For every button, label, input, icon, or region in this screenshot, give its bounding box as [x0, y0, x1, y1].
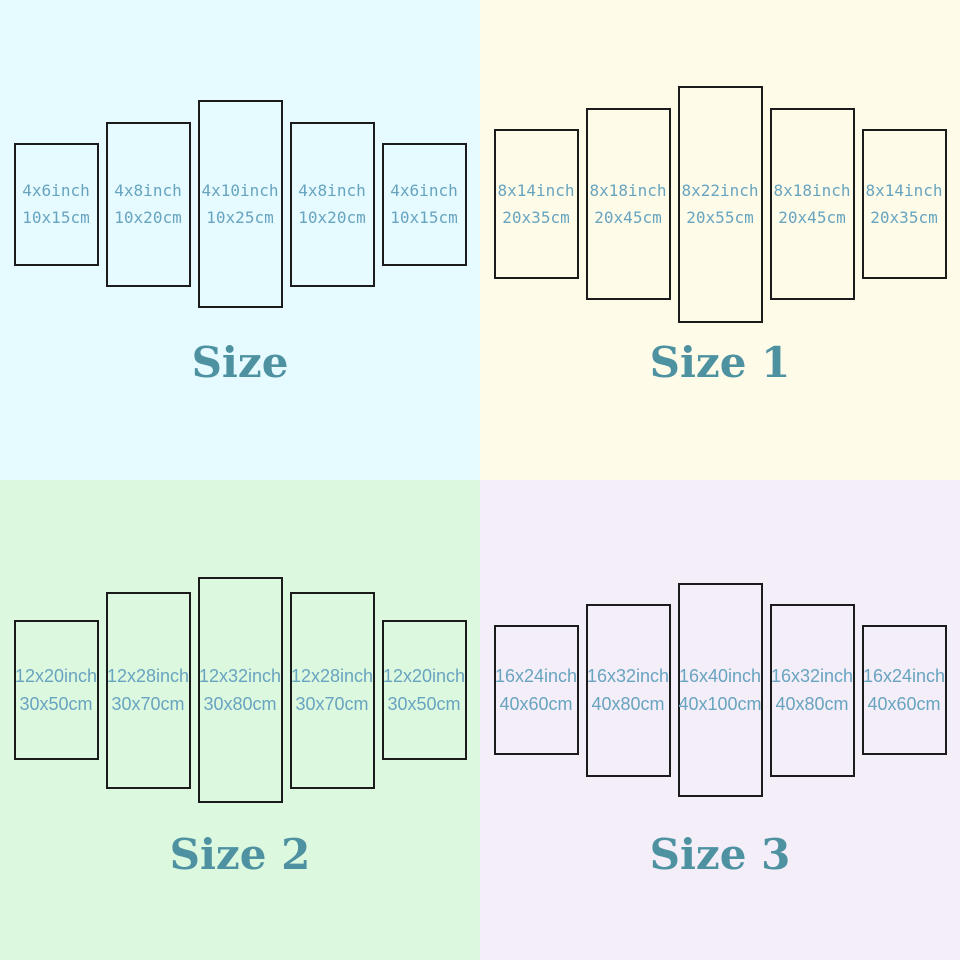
canvas-panel: 16x40inch 40x100cm: [677, 583, 763, 797]
canvas-panel: 4x8inch 10x20cm: [289, 121, 375, 287]
panel-size-cm: 10x20cm: [114, 208, 182, 227]
panel-size-inch: 4x8inch: [114, 181, 182, 200]
panel-size-inch: 16x32inch: [770, 666, 854, 686]
panel-size-inch: 12x28inch: [290, 666, 374, 686]
panel-size-label: 12x28inch 30x70cm: [291, 662, 373, 718]
canvas-panel: 8x18inch 20x45cm: [769, 108, 855, 300]
panel-size-inch: 12x32inch: [198, 666, 282, 686]
panel-size-cm: 20x45cm: [594, 208, 662, 227]
panel-size-inch: 12x20inch: [382, 666, 466, 686]
canvas-panel: 16x24inch 40x60cm: [493, 625, 579, 755]
panel-size-inch: 16x24inch: [862, 666, 946, 686]
canvas-panel: 4x8inch 10x20cm: [105, 121, 191, 287]
panel-size-label: 8x14inch 20x35cm: [497, 177, 574, 231]
panel-size-label: 16x32inch 40x80cm: [587, 662, 669, 718]
panel-size-inch: 8x18inch: [773, 181, 851, 200]
panel-size-inch: 4x6inch: [390, 181, 458, 200]
section-title: Size: [191, 338, 289, 387]
panel-size-cm: 30x50cm: [387, 694, 461, 714]
canvas-panel: 8x14inch 20x35cm: [861, 129, 947, 279]
panel-size-label: 4x6inch 10x15cm: [390, 177, 457, 231]
panel-size-cm: 20x35cm: [502, 208, 570, 227]
panel-size-label: 12x20inch 30x50cm: [15, 662, 97, 718]
panel-size-inch: 12x28inch: [106, 666, 190, 686]
panel-size-label: 4x6inch 10x15cm: [22, 177, 89, 231]
panel-size-inch: 4x6inch: [22, 181, 90, 200]
panel-size-cm: 10x15cm: [390, 208, 458, 227]
canvas-panel: 4x10inch 10x25cm: [197, 100, 283, 308]
quadrant-size: 4x6inch 10x15cm 4x8inch 10x20cm 4x10inch…: [0, 0, 480, 480]
canvas-panel: 12x28inch 30x70cm: [105, 591, 191, 789]
section-title: Size 3: [649, 830, 791, 879]
panel-size-cm: 30x80cm: [203, 694, 277, 714]
canvas-panel: 16x24inch 40x60cm: [861, 625, 947, 755]
panel-size-inch: 16x40inch: [678, 666, 762, 686]
panel-size-inch: 12x20inch: [14, 666, 98, 686]
canvas-panel: 4x6inch 10x15cm: [13, 142, 99, 266]
panel-size-label: 4x8inch 10x20cm: [114, 177, 181, 231]
quadrant-size-3: 16x24inch 40x60cm 16x32inch 40x80cm 16x4…: [480, 480, 960, 960]
panel-size-inch: 16x24inch: [494, 666, 578, 686]
panel-size-inch: 16x32inch: [586, 666, 670, 686]
section-title: Size 2: [169, 830, 311, 879]
panel-size-label: 16x40inch 40x100cm: [678, 662, 761, 718]
panel-size-cm: 30x50cm: [19, 694, 93, 714]
panel-size-cm: 40x60cm: [867, 694, 941, 714]
panel-row: 4x6inch 10x15cm 4x8inch 10x20cm 4x10inch…: [0, 0, 480, 408]
panel-size-cm: 40x100cm: [678, 694, 762, 714]
panel-size-inch: 4x10inch: [201, 181, 279, 200]
panel-size-cm: 10x15cm: [22, 208, 90, 227]
quadrant-size-2: 12x20inch 30x50cm 12x28inch 30x70cm 12x3…: [0, 480, 480, 960]
panel-size-cm: 10x20cm: [298, 208, 366, 227]
panel-size-label: 16x32inch 40x80cm: [771, 662, 853, 718]
panel-size-label: 12x32inch 30x80cm: [199, 662, 281, 718]
quadrant-size-1: 8x14inch 20x35cm 8x18inch 20x45cm 8x22in…: [480, 0, 960, 480]
panel-size-label: 4x10inch 10x25cm: [201, 177, 278, 231]
panel-size-label: 8x22inch 20x55cm: [681, 177, 758, 231]
panel-row: 16x24inch 40x60cm 16x32inch 40x80cm 16x4…: [480, 480, 960, 900]
canvas-panel: 16x32inch 40x80cm: [769, 603, 855, 777]
canvas-panel: 12x28inch 30x70cm: [289, 591, 375, 789]
panel-size-inch: 8x14inch: [865, 181, 943, 200]
panel-size-label: 8x18inch 20x45cm: [773, 177, 850, 231]
panel-size-cm: 20x55cm: [686, 208, 754, 227]
panel-size-label: 16x24inch 40x60cm: [863, 662, 945, 718]
panel-size-inch: 8x22inch: [681, 181, 759, 200]
panel-size-cm: 40x80cm: [591, 694, 665, 714]
canvas-panel: 8x22inch 20x55cm: [677, 85, 763, 323]
panel-size-cm: 30x70cm: [295, 694, 369, 714]
canvas-panel: 12x20inch 30x50cm: [381, 620, 467, 760]
canvas-panel: 8x14inch 20x35cm: [493, 129, 579, 279]
panel-size-inch: 8x18inch: [589, 181, 667, 200]
panel-size-inch: 8x14inch: [497, 181, 575, 200]
canvas-panel: 12x32inch 30x80cm: [197, 577, 283, 803]
canvas-panel: 8x18inch 20x45cm: [585, 108, 671, 300]
panel-size-label: 8x14inch 20x35cm: [865, 177, 942, 231]
panel-size-cm: 10x25cm: [206, 208, 274, 227]
panel-size-inch: 4x8inch: [298, 181, 366, 200]
panel-size-cm: 40x60cm: [499, 694, 573, 714]
panel-size-label: 16x24inch 40x60cm: [495, 662, 577, 718]
panel-size-cm: 40x80cm: [775, 694, 849, 714]
panel-size-label: 12x28inch 30x70cm: [107, 662, 189, 718]
section-title: Size 1: [649, 338, 791, 387]
panel-size-label: 8x18inch 20x45cm: [589, 177, 666, 231]
panel-size-cm: 30x70cm: [111, 694, 185, 714]
canvas-panel: 16x32inch 40x80cm: [585, 603, 671, 777]
panel-size-cm: 20x35cm: [870, 208, 938, 227]
canvas-panel: 4x6inch 10x15cm: [381, 142, 467, 266]
canvas-panel: 12x20inch 30x50cm: [13, 620, 99, 760]
panel-row: 12x20inch 30x50cm 12x28inch 30x70cm 12x3…: [0, 480, 480, 900]
panel-size-label: 4x8inch 10x20cm: [298, 177, 365, 231]
panel-row: 8x14inch 20x35cm 8x18inch 20x45cm 8x22in…: [480, 0, 960, 408]
panel-size-label: 12x20inch 30x50cm: [383, 662, 465, 718]
panel-size-cm: 20x45cm: [778, 208, 846, 227]
